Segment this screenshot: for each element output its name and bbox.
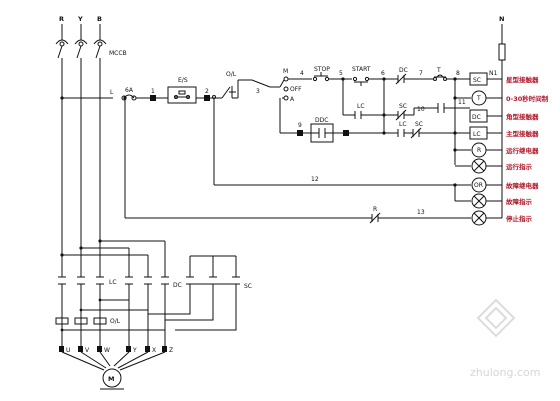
- motor-terminals: U V W Y X Z: [59, 346, 173, 354]
- stop-button: STOP: [312, 66, 330, 82]
- lamp-fault-indicator: 故障指示: [455, 193, 533, 209]
- terminal-x-label: X: [152, 347, 156, 354]
- switch-off-label: OFF: [290, 86, 302, 93]
- emergency-stop: E/S: [167, 77, 197, 104]
- desc-timer: 0-30秒时间制: [506, 94, 549, 103]
- rung-lc: LC SC LC 主型接触器: [384, 121, 539, 140]
- overload-label: O/L: [226, 71, 237, 78]
- watermark-text: zhulong.com: [470, 366, 540, 379]
- rung-lc-sc-label: SC: [415, 121, 423, 128]
- coil-dc-label: DC: [472, 114, 481, 121]
- main-contactor-lc: LC: [58, 276, 117, 286]
- overload-relay: O/L: [55, 317, 121, 325]
- lc-holding-label: LC: [357, 103, 365, 110]
- desc-star-contactor: 星型接触器: [506, 75, 539, 84]
- neutral-rail: N: [498, 15, 506, 218]
- node-2-label: 2: [205, 88, 209, 95]
- fuse-label: 6A: [125, 87, 134, 94]
- desc-main-contactor: 主型接触器: [506, 129, 539, 138]
- control-supply-line: L 6A 1: [62, 87, 168, 101]
- node-n1-label: N1: [489, 70, 497, 77]
- rung1-dc-contact: DC: [395, 67, 408, 85]
- rung1-dc-label: DC: [399, 67, 408, 74]
- node-1-terminal: [150, 95, 156, 101]
- rung-lc-lc-label: LC: [399, 121, 407, 128]
- watermark-logo-icon: [476, 298, 516, 338]
- coil-or-label: OR: [474, 182, 483, 189]
- timer-contact: T: [433, 67, 447, 81]
- desc-run-relay: 运行继电器: [506, 146, 539, 155]
- rung-ddc: 9 DDC: [279, 98, 384, 143]
- rung-dc: SC 10 11 DC 角型接触器: [384, 99, 539, 123]
- neutral-label: N: [499, 15, 504, 23]
- motor: M: [61, 351, 166, 390]
- desc-run-indicator: 运行指示: [506, 162, 533, 171]
- node-4-label: 4: [300, 70, 304, 77]
- coil-lc-label: LC: [473, 131, 481, 138]
- lamp-run-indicator: 运行指示: [455, 158, 533, 174]
- node-10-label: 10: [417, 106, 425, 113]
- node-8-label: 8: [456, 70, 460, 77]
- coil-run-relay: R 运行继电器: [455, 142, 539, 158]
- node-13-label: 13: [417, 209, 425, 216]
- motor-icon: [102, 368, 122, 388]
- emergency-stop-label: E/S: [178, 77, 188, 84]
- rung-13-r-label: R: [373, 206, 377, 213]
- mccb-label: MCCB: [109, 50, 127, 57]
- power-dc-label: DC: [173, 282, 182, 289]
- terminal-w-label: W: [104, 347, 110, 354]
- desc-delta-contactor: 角型接触器: [506, 112, 539, 121]
- terminal-v-label: V: [85, 347, 90, 354]
- phase-y-label: Y: [77, 15, 83, 23]
- node-3-label: 3: [256, 88, 260, 95]
- power-ol-label: O/L: [110, 318, 121, 325]
- desc-fault-relay: 故障继电器: [506, 181, 539, 190]
- node-1-label: 1: [151, 88, 155, 95]
- ddc-label: DDC: [315, 117, 328, 124]
- coil-sc-label: SC: [473, 77, 481, 84]
- mccb-breaker: MCCB: [55, 39, 127, 62]
- rung-dc-sc-label: SC: [399, 103, 407, 110]
- node-6-label: 6: [381, 70, 385, 77]
- overload-contact: O/L: [218, 71, 238, 99]
- node-12-label: 12: [311, 176, 319, 183]
- node-l-label: L: [110, 89, 114, 96]
- node-9-label: 9: [298, 122, 302, 129]
- rung-12: 12 OR 故障继电器: [212, 95, 539, 201]
- terminal-u-label: U: [66, 347, 70, 354]
- node-9-terminal: [297, 130, 303, 136]
- coil-sc: SC N1 星型接触器: [469, 70, 539, 86]
- terminal-z-label: Z: [169, 347, 173, 354]
- phase-b-label: B: [97, 15, 102, 23]
- start-button-label: START: [352, 66, 371, 73]
- node-7-label: 7: [419, 70, 423, 77]
- watermark: zhulong.com: [470, 298, 540, 379]
- timer-contact-label: T: [436, 67, 441, 74]
- phase-r-label: R: [59, 15, 64, 23]
- delta-contactor-dc: DC: [125, 276, 182, 289]
- node-11-label: 11: [458, 99, 466, 106]
- start-button: START: [352, 66, 371, 86]
- power-sc-label: SC: [244, 283, 252, 290]
- terminal-y-label: Y: [132, 347, 137, 354]
- desc-fault-indicator: 故障指示: [506, 197, 533, 206]
- coil-timer-label: T: [476, 95, 481, 102]
- switch-auto-label: A: [290, 96, 295, 103]
- motor-label: M: [108, 375, 114, 383]
- phase-b: B: [97, 15, 103, 47]
- desc-stop-indicator: 停止指示: [506, 214, 533, 223]
- lc-holding-contact: LC: [343, 103, 384, 119]
- node-2-terminal: [204, 95, 210, 101]
- stop-button-label: STOP: [314, 66, 330, 73]
- rung-13: R 13 停止指示: [123, 96, 533, 226]
- coil-r-label: R: [477, 147, 481, 154]
- power-lc-label: LC: [109, 279, 117, 286]
- mode-selector-switch: 3 M OFF A: [251, 68, 302, 103]
- switch-manual-label: M: [283, 68, 288, 75]
- coil-timer: T 0-30秒时间制: [455, 90, 549, 106]
- node-5-label: 5: [339, 70, 343, 77]
- phase-r: R: [59, 15, 65, 47]
